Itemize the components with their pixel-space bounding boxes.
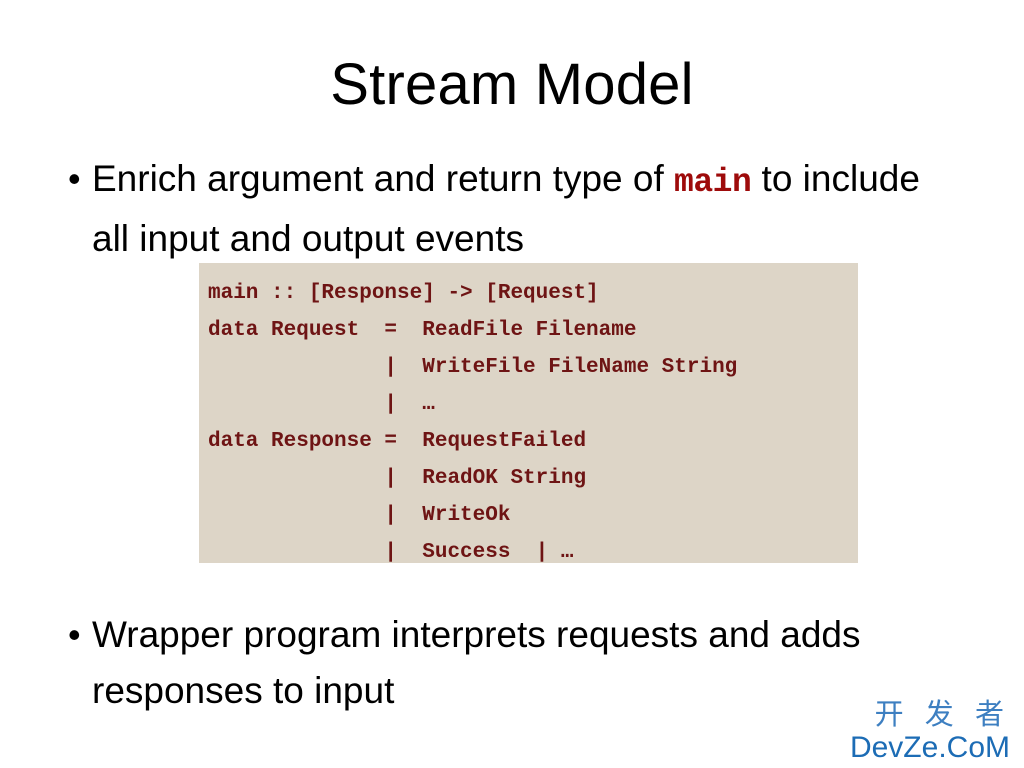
inline-code-main: main — [674, 164, 752, 201]
watermark: 开 发 者 DevZe.CoM — [850, 697, 1010, 764]
code-line: | ReadOK String — [208, 467, 587, 490]
code-line: | WriteOk — [208, 504, 511, 527]
code-line: data Response = RequestFailed — [208, 430, 587, 453]
watermark-latin-text: DevZe.CoM — [849, 731, 1010, 764]
watermark-chinese-text: 开 发 者 — [874, 697, 1010, 731]
bullet-marker-icon: • — [68, 614, 81, 655]
bullet-item-1-text: Enrich argument and return type of main … — [92, 151, 940, 267]
code-block: main :: [Response] -> [Request] data Req… — [199, 263, 858, 564]
page-title: Stream Model — [330, 52, 694, 117]
bullet-item-2-text: Wrapper program interprets requests and … — [92, 614, 861, 711]
code-line: main :: [Response] -> [Request] — [208, 282, 599, 305]
code-line: data Request = ReadFile Filename — [208, 319, 637, 342]
bullet-item-2: • Wrapper program interprets requests an… — [60, 607, 940, 719]
bullet-marker-icon: • — [68, 158, 81, 199]
code-line: | WriteFile FileName String — [208, 356, 738, 379]
bullet-1-text-before: Enrich argument and return type of — [92, 158, 675, 199]
bullet-item-1: • Enrich argument and return type of mai… — [60, 151, 940, 267]
bullet-1-text-after: to include all input and output events — [92, 158, 920, 259]
code-line: | Success | … — [208, 541, 574, 564]
code-line: | … — [208, 393, 435, 416]
